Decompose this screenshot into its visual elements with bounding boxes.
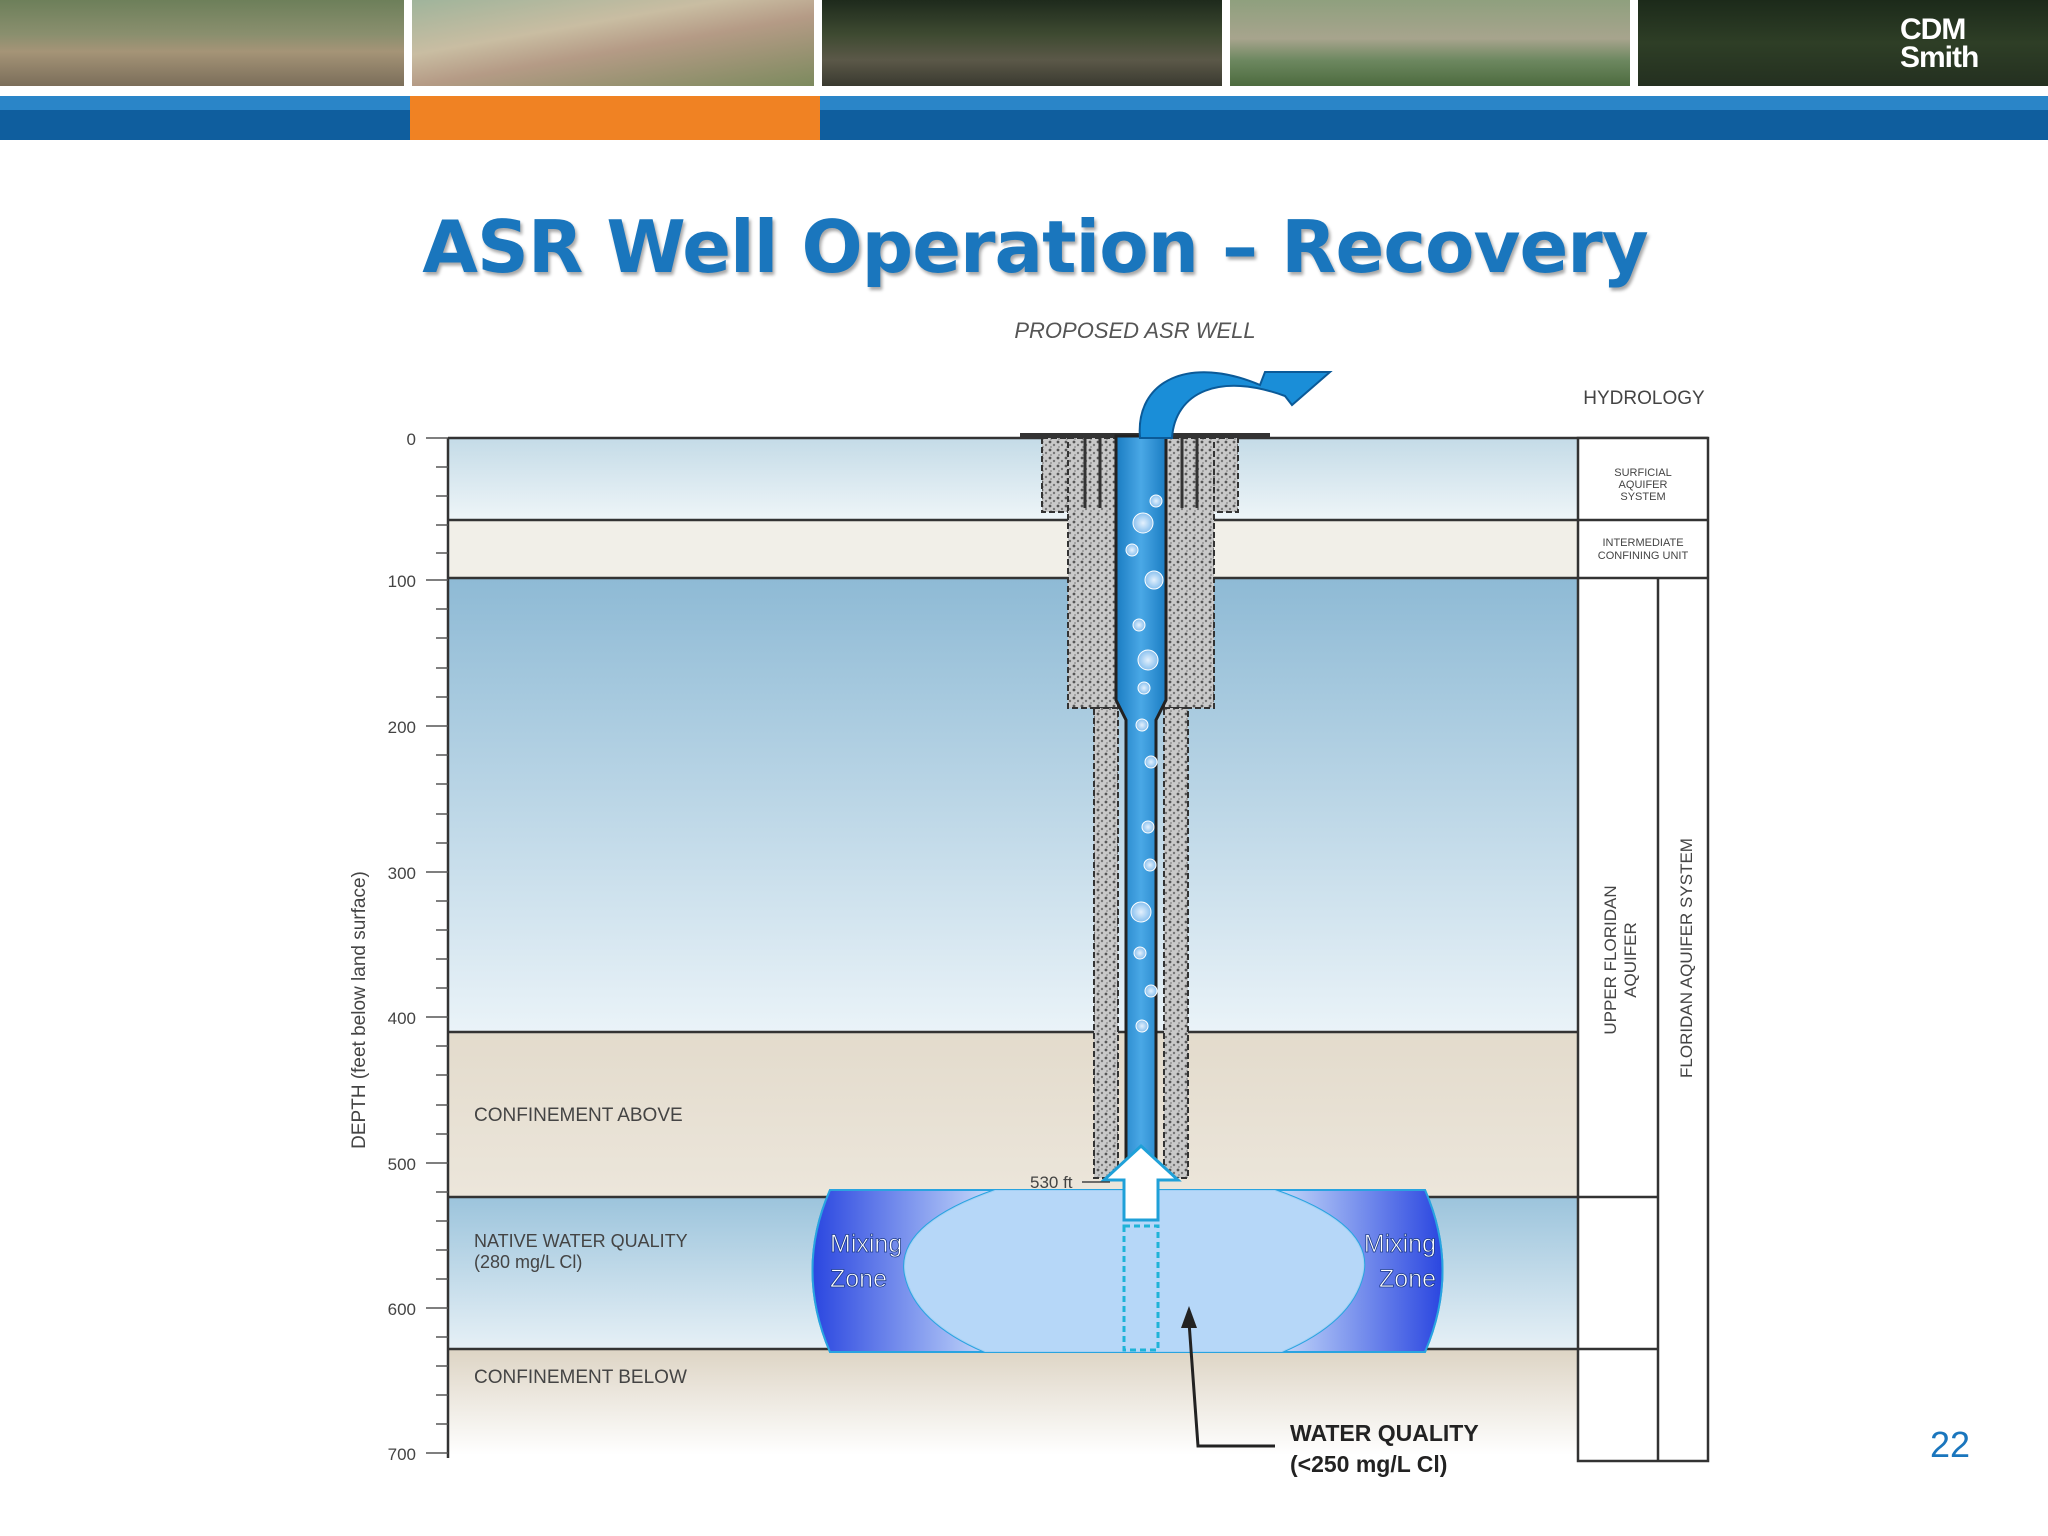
confinement-below-layer bbox=[448, 1349, 1578, 1455]
lower-grout-left bbox=[1093, 707, 1119, 1179]
casing-grout-right bbox=[1163, 437, 1215, 709]
banner-stripe-orange bbox=[410, 96, 820, 140]
recovery-arrow-icon bbox=[1138, 371, 1333, 439]
y-tick-0: 0 bbox=[407, 430, 416, 449]
well-screen-outline bbox=[1122, 1224, 1160, 1352]
y-axis-label: DEPTH (feet below land surface) bbox=[349, 871, 370, 1149]
intermediate-unit-label: INTERMEDIATE CONFINING UNIT bbox=[1598, 537, 1689, 562]
native-water-label: NATIVE WATER QUALITY bbox=[474, 1231, 688, 1251]
y-tick-200: 200 bbox=[388, 718, 416, 737]
svg-text:SURFICIAL: SURFICIAL bbox=[1614, 467, 1671, 479]
hydrology-header: HYDROLOGY bbox=[1583, 388, 1705, 409]
hydrology-column bbox=[1576, 436, 1710, 1463]
upper-floridan-layer bbox=[448, 578, 1578, 1032]
banner-photo-4 bbox=[1230, 0, 1630, 86]
header-banner: CDM Smith bbox=[0, 0, 2048, 88]
intermediate-confining-layer bbox=[448, 520, 1578, 578]
svg-text:AQUIFER: AQUIFER bbox=[1621, 922, 1640, 998]
banner-photo-2 bbox=[412, 0, 814, 86]
svg-text:Zone: Zone bbox=[1379, 1265, 1436, 1293]
confinement-below-label: CONFINEMENT BELOW bbox=[474, 1367, 687, 1388]
svg-text:AQUIFER: AQUIFER bbox=[1619, 479, 1668, 491]
confinement-above-label: CONFINEMENT ABOVE bbox=[474, 1105, 683, 1126]
upper-floridan-unit-label: UPPER FLORIDAN AQUIFER bbox=[1601, 885, 1640, 1034]
y-axis-ticks bbox=[426, 437, 448, 1454]
svg-text:Zone: Zone bbox=[830, 1265, 887, 1293]
storage-zone bbox=[811, 1143, 1444, 1353]
banner-stripe-blue bbox=[0, 96, 2048, 140]
svg-text:INTERMEDIATE: INTERMEDIATE bbox=[1602, 537, 1683, 549]
surficial-layer bbox=[448, 438, 1578, 520]
well-label: PROPOSED ASR WELL bbox=[1014, 318, 1255, 343]
svg-text:CONFINING UNIT: CONFINING UNIT bbox=[1598, 550, 1689, 562]
svg-text:SYSTEM: SYSTEM bbox=[1620, 491, 1665, 503]
pointer-arrowhead-icon bbox=[1181, 1306, 1197, 1328]
fresh-water-core bbox=[904, 1190, 1365, 1352]
y-axis-tick-labels: 0 100 200 300 400 500 600 700 bbox=[388, 430, 416, 1464]
y-tick-500: 500 bbox=[388, 1155, 416, 1174]
y-tick-300: 300 bbox=[388, 864, 416, 883]
native-water-cl-label: (280 mg/L Cl) bbox=[474, 1252, 582, 1272]
water-quality-pointer bbox=[1187, 1321, 1275, 1448]
floridan-system-label: FLORIDAN AQUIFER SYSTEM bbox=[1677, 838, 1696, 1078]
svg-text:Mixing: Mixing bbox=[830, 1230, 902, 1258]
asr-well bbox=[1020, 371, 1333, 1180]
y-tick-700: 700 bbox=[388, 1445, 416, 1464]
surficial-unit-label: SURFICIAL AQUIFER SYSTEM bbox=[1614, 467, 1671, 503]
y-tick-100: 100 bbox=[388, 572, 416, 591]
banner-photo-3 bbox=[822, 0, 1222, 86]
water-quality-label: WATER QUALITY (<250 mg/L Cl) bbox=[1290, 1420, 1479, 1477]
banner-photo-1 bbox=[0, 0, 404, 86]
banner-photo-5 bbox=[1638, 0, 2048, 86]
cdm-smith-logo: CDM Smith bbox=[1900, 13, 1979, 74]
svg-text:UPPER FLORIDAN: UPPER FLORIDAN bbox=[1601, 885, 1620, 1034]
depth-530-label: 530 ft bbox=[1030, 1173, 1073, 1192]
svg-text:WATER QUALITY: WATER QUALITY bbox=[1290, 1420, 1479, 1446]
slide-title: ASR Well Operation – Recovery bbox=[422, 205, 1648, 289]
svg-text:Mixing: Mixing bbox=[1364, 1230, 1436, 1258]
outer-grout-left bbox=[1041, 437, 1071, 513]
water-bubbles bbox=[1125, 494, 1164, 1033]
mixing-zone-right-label: Mixing Zone bbox=[1363, 1230, 1436, 1294]
up-flow-arrow-icon bbox=[1100, 1143, 1182, 1222]
y-tick-600: 600 bbox=[388, 1300, 416, 1319]
confinement-above-layer bbox=[448, 1032, 1578, 1197]
page-number: 22 bbox=[1930, 1424, 1971, 1465]
y-tick-400: 400 bbox=[388, 1009, 416, 1028]
svg-text:(<250 mg/L Cl): (<250 mg/L Cl) bbox=[1290, 1451, 1447, 1477]
casing-grout-left bbox=[1067, 437, 1119, 709]
lower-grout-right bbox=[1163, 707, 1189, 1179]
mixing-zone-left-label: Mixing Zone bbox=[830, 1230, 903, 1294]
